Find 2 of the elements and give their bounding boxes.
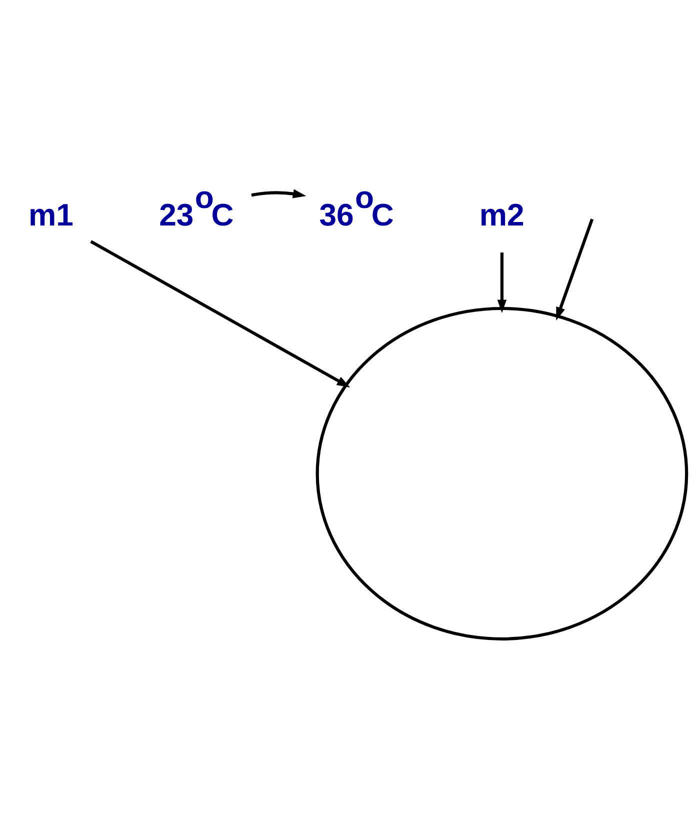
node-text: m2 [479,197,524,232]
node-text: m1 [28,197,74,232]
